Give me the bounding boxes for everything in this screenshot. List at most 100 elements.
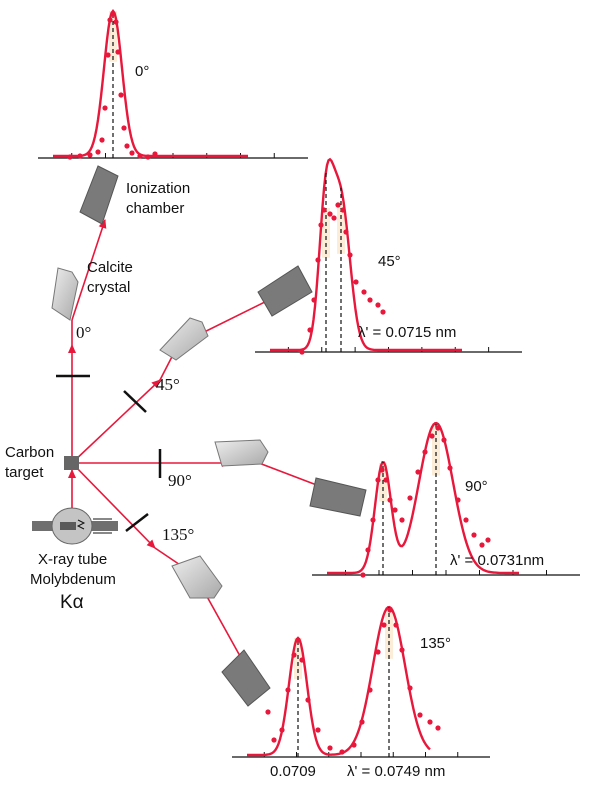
panel-45-data-point — [307, 327, 313, 333]
chamber-45 — [257, 265, 313, 317]
panel-135-angle: 135° — [420, 635, 451, 652]
panel-90-data-point — [370, 517, 376, 523]
panel-135-data-point — [435, 725, 441, 731]
panel-0-data-point — [129, 150, 135, 156]
carbon-label-1: Carbon — [5, 444, 54, 461]
crystals — [51, 267, 269, 599]
xray-tube — [32, 507, 118, 545]
panel-0-data-point — [67, 154, 73, 160]
panel-45-data-point — [361, 289, 367, 295]
panel-0-data-point — [110, 11, 116, 17]
spectrum-panels — [38, 9, 580, 758]
panel-135-data-point — [393, 622, 399, 628]
panel-45-data-point — [321, 207, 327, 213]
panel-90-data-point — [360, 572, 366, 578]
crystal-45 — [159, 317, 209, 361]
panel-45-data-point — [327, 211, 333, 217]
panel-0-data-point — [124, 143, 130, 149]
panel-135-curve — [247, 605, 431, 757]
panel-90-data-point — [365, 547, 371, 553]
panel-135-data-point — [351, 742, 357, 748]
panel-135-data-point — [381, 622, 387, 628]
panel-0-data-point — [105, 52, 111, 58]
panel-45-data-point — [318, 222, 324, 228]
ionization-label-2: chamber — [126, 200, 184, 217]
panel-45-angle: 45° — [378, 253, 401, 270]
xray-label-1: X-ray tube — [38, 551, 107, 568]
panel-45-data-point — [367, 297, 373, 303]
panel-45-data-point — [380, 309, 386, 315]
panel-90-data-point — [463, 517, 469, 523]
panel-45-data-point — [353, 279, 359, 285]
panel-0-data-point — [152, 151, 158, 157]
panel-90-data-point — [387, 497, 393, 503]
panel-45-data-point — [347, 252, 353, 258]
panel-135-data-point — [285, 687, 291, 693]
angle-label-135: 135° — [162, 525, 194, 544]
panel-45-curve — [270, 157, 462, 352]
panel-90-data-point — [485, 537, 491, 543]
panel-45-note: λ' = 0.0715 nm — [358, 324, 456, 341]
xray-label-3: Kα — [60, 592, 84, 613]
chamber-0 — [79, 165, 119, 225]
panel-90-data-point — [383, 477, 389, 483]
ionization-label-1: Ionization — [126, 180, 190, 197]
panel-135-data-point — [417, 712, 423, 718]
angle-label-0: 0° — [76, 323, 91, 342]
chambers — [79, 165, 367, 707]
panel-0-angle: 0° — [135, 63, 149, 80]
panel-0-data-point — [99, 137, 105, 143]
panel-0-data-point — [145, 154, 151, 160]
panel-135-data-point — [399, 647, 405, 653]
panel-135-data-point — [305, 697, 311, 703]
panel-0-curve — [53, 9, 248, 158]
panel-90-data-point — [479, 542, 485, 548]
panel-90-data-point — [415, 469, 421, 475]
slit-45 — [123, 390, 147, 413]
panel-45-data-point — [335, 202, 341, 208]
panel-90-data-point — [422, 449, 428, 455]
panel-135-data-point — [291, 652, 297, 658]
panel-90-data-point — [407, 495, 413, 501]
panel-90-data-point — [379, 467, 385, 473]
panel-90-data-point — [399, 517, 405, 523]
panel-135-data-point — [315, 727, 321, 733]
panel-0-data-point — [137, 153, 143, 159]
panel-135-data-point — [295, 637, 301, 643]
panel-0-data-point — [113, 19, 119, 25]
calcite-label-2: crystal — [87, 279, 130, 296]
beam-45 — [71, 379, 161, 464]
carbon-target — [64, 456, 79, 470]
panel-45-data-point — [375, 302, 381, 308]
panel-135-data-point — [339, 749, 345, 755]
panel-45-data-point — [331, 215, 337, 221]
panel-135-data-point — [367, 687, 373, 693]
panel-90-data-point — [447, 465, 453, 471]
panel-90-data-point — [392, 507, 398, 513]
panel-135-data-point — [279, 727, 285, 733]
panel-135-data-point — [327, 745, 333, 751]
panel-0-data-point — [118, 92, 124, 98]
panel-0-data-point — [107, 17, 113, 23]
slits — [56, 374, 162, 532]
panel-90-data-point — [375, 477, 381, 483]
panel-90-data-point — [429, 433, 435, 439]
panel-90-angle: 90° — [465, 478, 488, 495]
panel-0-data-point — [121, 125, 127, 131]
panel-90-curve — [327, 421, 519, 575]
carbon-label-2: target — [5, 464, 44, 481]
panel-0-data-point — [87, 152, 93, 158]
chamber-135 — [221, 649, 271, 707]
xray-label-2: Molybdenum — [30, 571, 116, 588]
crystal-90 — [214, 439, 269, 467]
panel-135-data-point — [265, 709, 271, 715]
angle-label-45: 45° — [156, 375, 180, 394]
panel-45-data-point — [315, 257, 321, 263]
panel-90-note: λ' = 0.0731nm — [450, 552, 544, 569]
panel-45-data-point — [340, 207, 346, 213]
panel-90-data-point — [471, 532, 477, 538]
panel-0-data-point — [115, 49, 121, 55]
slit-135 — [125, 513, 149, 532]
